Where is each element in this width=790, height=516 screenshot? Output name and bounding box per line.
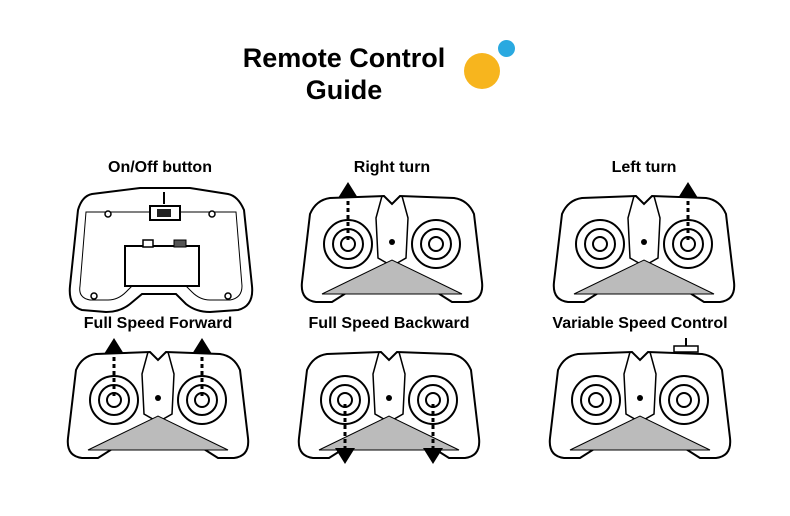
panel-label: Left turn: [611, 159, 677, 176]
arrow-down-icon: [423, 404, 443, 464]
speed-dial-pointer: [673, 338, 699, 353]
arrow-up-icon: [338, 182, 358, 240]
remote-back-illustration: [68, 187, 254, 314]
title-line-1: Remote Control: [242, 43, 446, 73]
arrow-down-icon: [335, 404, 355, 464]
remote-front-illustration: [552, 182, 736, 303]
remote-body: [66, 350, 250, 459]
panel-label: On/Off button: [108, 159, 212, 176]
panel-full-speed-backward: Full Speed Backward: [269, 314, 509, 472]
remote-body: [548, 350, 732, 459]
arrow-up-icon: [104, 338, 124, 396]
title-line-2: Guide: [305, 75, 383, 105]
remote-front-illustration: [548, 338, 732, 459]
panel-on-off: On/Off button: [40, 158, 280, 316]
panel-variable-speed-control: Variable Speed Control: [520, 314, 760, 472]
panel-label: Variable Speed Control: [552, 315, 728, 332]
page-title: Remote Control Guide: [222, 42, 466, 106]
remote-body: [300, 194, 484, 303]
remote-front-illustration: [297, 350, 481, 464]
remote-body: [297, 350, 481, 459]
remote-front-illustration: [66, 338, 250, 459]
panel-label: Full Speed Backward: [308, 315, 470, 332]
panel-right-turn: Right turn: [272, 158, 512, 316]
yellow-dot-icon: [464, 53, 500, 89]
arrow-up-icon: [678, 182, 698, 240]
panel-full-speed-forward: Full Speed Forward: [38, 314, 278, 472]
blue-dot-icon: [498, 40, 515, 57]
panel-left-turn: Left turn: [524, 158, 764, 316]
panel-label: Right turn: [353, 159, 431, 176]
arrow-up-icon: [192, 338, 212, 396]
remote-body: [552, 194, 736, 303]
panel-label: Full Speed Forward: [83, 315, 233, 332]
remote-front-illustration: [300, 182, 484, 303]
